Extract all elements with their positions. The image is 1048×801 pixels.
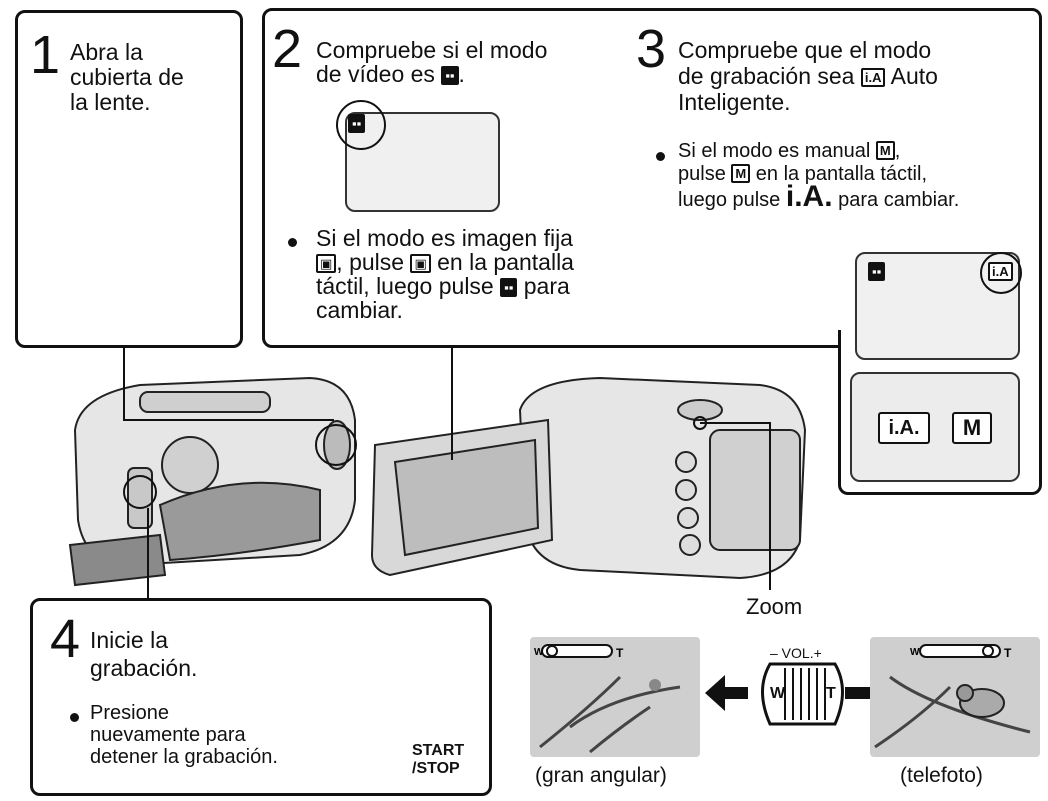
telephoto-caption: (telefoto) [900, 764, 983, 787]
manual-mode-button[interactable]: M [952, 412, 992, 444]
step-3-bullet [656, 152, 665, 161]
manual-mode-icon: M [875, 141, 895, 160]
svg-text:W: W [534, 647, 544, 658]
video-camera-icon: ▪▪ [441, 66, 459, 85]
step-1-panel [15, 10, 243, 348]
step-3-bullet-line-3: luego pulse i.A. para cambiar. [678, 182, 960, 212]
telephoto-photo: W T [870, 637, 1040, 757]
zoom-w-label: W [770, 685, 786, 702]
still-camera-icon: ▣ [316, 254, 337, 273]
text: para [523, 273, 570, 299]
step-3-line-1: Compruebe que el modo [678, 37, 932, 63]
zoom-t-label: T [826, 685, 836, 702]
telephoto-bird: W T [874, 644, 1031, 749]
period: . [458, 61, 465, 87]
wide-angle-branches: W T [534, 644, 681, 754]
step-2-bullet-line-4: cambiar. [316, 297, 403, 323]
connector-lines [123, 345, 771, 598]
vol-label: – VOL.+ [770, 645, 822, 661]
svg-text:W: W [910, 647, 920, 658]
step-4-bullet-line-1: Presione [90, 702, 169, 724]
ia-mode-button[interactable]: i.A. [878, 412, 930, 444]
text: en la pantalla táctil, [755, 163, 928, 185]
step-2-bullet-line-3: táctil, luego pulse ▪▪ para [316, 274, 570, 299]
svg-text:T: T [616, 646, 624, 660]
step-2-bullet [288, 238, 297, 247]
step-3-mode-buttons-screen [850, 372, 1020, 482]
step-3-bullet-line-1: Si el modo es manual M, [678, 140, 900, 162]
step-3-number: 3 [636, 19, 667, 79]
step-4-line-1: Inicie la [90, 627, 168, 653]
step-3-bullet-line-2: pulse M en la pantalla táctil, [678, 163, 927, 185]
step-1-line-3: la lente. [70, 89, 151, 115]
step-4-bullet [70, 713, 79, 722]
camcorder-left-illustration [68, 376, 356, 587]
text: , pulse [336, 249, 405, 275]
still-camera-icon: ▣ [410, 254, 431, 273]
step-3-line-3: Inteligente. [678, 89, 791, 115]
text: en la pantalla [437, 249, 574, 275]
text: Auto [890, 63, 938, 89]
video-camera-icon: ▪▪ [348, 114, 366, 133]
wide-angle-photo: W T [530, 637, 700, 757]
intelligent-auto-icon: i.A [988, 262, 1013, 281]
text: para cambiar. [838, 189, 960, 211]
ia-bold-label: i.A. [785, 180, 833, 213]
text: luego pulse [678, 189, 781, 211]
video-camera-icon: ▪▪ [500, 278, 518, 297]
zoom-lever-illustration [761, 662, 844, 726]
step-2-line-2: de vídeo es ▪▪. [316, 62, 465, 87]
step-3-screen-circle [980, 252, 1022, 294]
step-2-bullet-line-1: Si el modo es imagen fija [316, 225, 573, 251]
step-4-line-2: grabación. [90, 655, 198, 681]
step-3-line-2: de grabación sea i.A Auto [678, 64, 938, 89]
step-4-bullet-line-3: detener la grabación. [90, 746, 278, 768]
text: táctil, luego pulse [316, 273, 494, 299]
text: de grabación sea [678, 63, 855, 89]
text: pulse [678, 163, 726, 185]
step-4-number: 4 [50, 609, 81, 669]
step-2-screen-circle [336, 100, 386, 150]
step-1-line-1: Abra la [70, 39, 143, 65]
wide-angle-caption: (gran angular) [535, 764, 667, 787]
step-2-line-2-text: de vídeo es [316, 61, 435, 87]
step-1-line-2: cubierta de [70, 64, 184, 90]
video-camera-icon: ▪▪ [868, 262, 886, 281]
manual-mode-icon: M [731, 164, 751, 183]
step-2-number: 2 [272, 19, 303, 79]
intelligent-auto-icon: i.A [860, 68, 886, 87]
step-2-line-1: Compruebe si el modo [316, 37, 548, 63]
text: , [894, 140, 901, 162]
start-stop-label-2: /STOP [412, 760, 460, 777]
step-1-number: 1 [30, 25, 61, 85]
camcorder-right-illustration [370, 376, 807, 580]
step-4-panel [30, 598, 492, 796]
text: Si el modo es manual [678, 140, 871, 162]
step-2-bullet-line-2: ▣, pulse ▣ en la pantalla [316, 250, 574, 275]
start-stop-label-1: START [412, 742, 465, 759]
step-4-bullet-line-2: nuevamente para [90, 724, 246, 746]
svg-text:T: T [1004, 646, 1012, 660]
zoom-label: Zoom [746, 594, 803, 619]
